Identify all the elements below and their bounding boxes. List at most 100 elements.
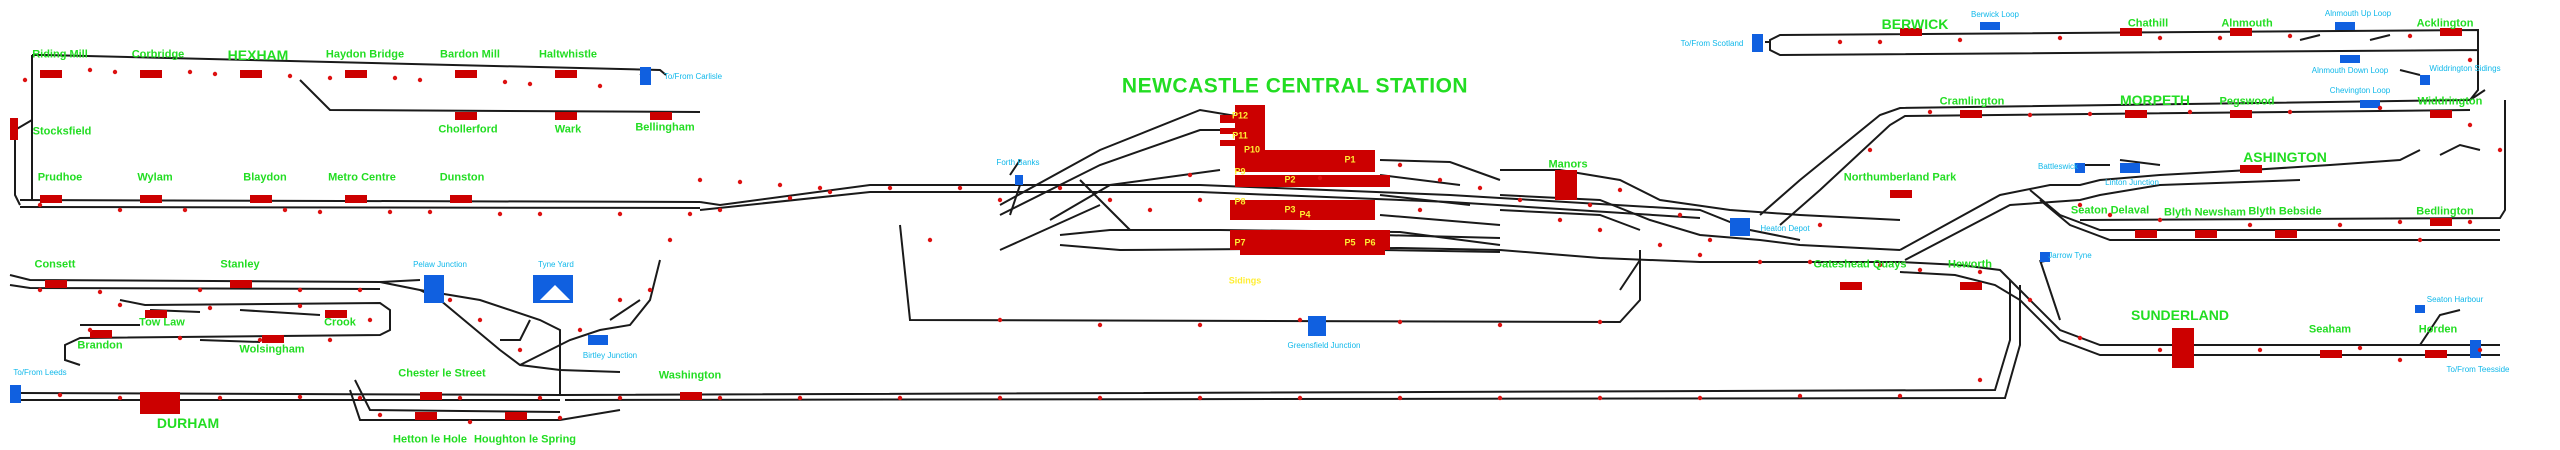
track xyxy=(199,339,261,343)
fiddle-yard-berwick-loop xyxy=(1980,22,2000,30)
signal-marker xyxy=(557,415,563,421)
platform xyxy=(40,195,62,203)
signal-marker xyxy=(997,317,1003,323)
signal-marker xyxy=(2337,222,2343,228)
signal-marker xyxy=(2157,217,2163,223)
track xyxy=(2369,34,2391,41)
signal-marker xyxy=(2357,345,2363,351)
track xyxy=(2039,259,2061,321)
track xyxy=(1769,28,2479,101)
station-wark: Wark xyxy=(554,123,582,136)
station-washington: Washington xyxy=(658,369,722,382)
station-gateshead-quays: Gateshead Quays xyxy=(1813,258,1907,271)
signal-marker xyxy=(787,195,793,201)
station-brandon: Brandon xyxy=(77,339,123,352)
station-durham: DURHAM xyxy=(156,415,220,431)
signal-marker xyxy=(2187,109,2193,115)
station-prudhoe: Prudhoe xyxy=(37,171,83,184)
station-bellingham: Bellingham xyxy=(635,121,695,134)
fiddle-yard-jarrow xyxy=(2040,252,2050,262)
signal-marker xyxy=(2247,222,2253,228)
platform xyxy=(450,195,472,203)
signal-marker xyxy=(427,209,433,215)
signal-marker xyxy=(1197,395,1203,401)
signal-marker xyxy=(1867,147,1873,153)
signal-marker xyxy=(2107,212,2113,218)
signal-marker xyxy=(2057,35,2063,41)
signal-marker xyxy=(2417,237,2423,243)
fiddle-label-birtley-junction: Birtley Junction xyxy=(582,351,638,360)
signal-marker xyxy=(1977,269,1983,275)
signal-marker xyxy=(1617,187,1623,193)
fiddle-yard-scotland xyxy=(1752,34,1763,52)
signal-marker xyxy=(2467,219,2473,225)
station-hetton-le-hole: Hetton le Hole xyxy=(393,433,467,446)
signal-marker xyxy=(377,412,383,418)
signal-marker xyxy=(117,395,123,401)
fiddle-yard-leeds xyxy=(10,385,21,403)
track xyxy=(1379,159,1501,181)
track xyxy=(1379,174,1461,186)
signal-marker xyxy=(357,287,363,293)
track xyxy=(1904,179,2301,261)
platform xyxy=(325,310,347,318)
signal-marker xyxy=(1897,393,1903,399)
durham-station-block xyxy=(140,392,180,414)
track xyxy=(9,284,381,290)
fiddle-yard-chevington xyxy=(2360,100,2380,108)
signal-marker xyxy=(1197,197,1203,203)
fiddle-label-carlisle: To/From Carlisle xyxy=(663,72,723,81)
track xyxy=(299,79,701,113)
platform xyxy=(2125,110,2147,118)
signal-marker xyxy=(502,79,508,85)
newcastle-central-station-building xyxy=(1220,115,1265,123)
signal-marker xyxy=(1877,39,1883,45)
platform-p6: P6 xyxy=(1364,237,1376,248)
signal-marker xyxy=(112,69,118,75)
station-bedlington: Bedlington xyxy=(2416,205,2474,218)
signal-marker xyxy=(1597,227,1603,233)
station-tow-law: Tow Law xyxy=(139,316,185,329)
signal-marker xyxy=(1497,395,1503,401)
platform xyxy=(2275,230,2297,238)
signal-marker xyxy=(1927,109,1933,115)
signal-marker xyxy=(667,237,673,243)
track xyxy=(379,281,561,395)
station-manors: Manors xyxy=(1548,158,1588,171)
track xyxy=(519,259,661,366)
track xyxy=(564,285,2021,401)
signal-marker xyxy=(1297,317,1303,323)
station-wolsingham: Wolsingham xyxy=(239,343,305,356)
fiddle-label-linton-junction: Linton Junction xyxy=(2105,178,2159,187)
station-haydon-bridge: Haydon Bridge xyxy=(325,48,405,61)
track xyxy=(999,204,1101,251)
signal-marker xyxy=(1917,267,1923,273)
track xyxy=(1379,214,1501,226)
platform xyxy=(2430,218,2452,226)
signal-marker xyxy=(1597,319,1603,325)
station-alnmouth: Alnmouth xyxy=(2221,17,2273,30)
track xyxy=(2399,69,2421,76)
platform xyxy=(240,70,262,78)
signal-marker xyxy=(1597,395,1603,401)
station-widdrington: Widdrington xyxy=(2417,95,2483,108)
signal-marker xyxy=(957,185,963,191)
station-stanley: Stanley xyxy=(220,258,260,271)
track xyxy=(239,309,321,316)
signal-marker xyxy=(212,71,218,77)
track xyxy=(1379,234,1501,239)
platform xyxy=(1960,282,1982,290)
track xyxy=(1899,149,2421,251)
signal-marker xyxy=(2257,347,2263,353)
signal-marker xyxy=(297,287,303,293)
track xyxy=(2039,199,2500,241)
platform xyxy=(140,70,162,78)
platform-p3: P3 xyxy=(1284,204,1296,215)
station-wylam: Wylam xyxy=(137,171,173,184)
signal-marker xyxy=(1757,259,1763,265)
station-metro-centre: Metro Centre xyxy=(328,171,396,184)
signal-marker xyxy=(117,207,123,213)
signal-marker xyxy=(1057,185,1063,191)
signal-marker xyxy=(2027,297,2033,303)
